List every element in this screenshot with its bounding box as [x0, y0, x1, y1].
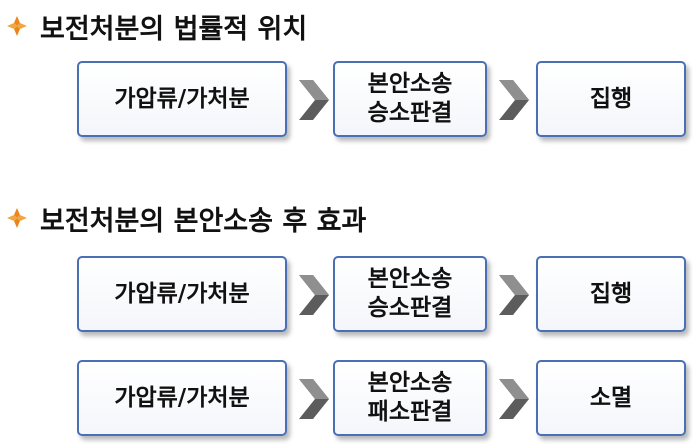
- box-label: 가압류/가처분: [114, 384, 250, 411]
- chevron-arrow-icon: [297, 273, 331, 317]
- diamond-bullet-icon: [4, 13, 30, 39]
- chevron-arrow-icon: [297, 78, 331, 122]
- box-label-line-1: 본안소송: [367, 266, 453, 292]
- box-label: 소멸: [589, 384, 633, 411]
- box-provisional-attachment: 가압류/가처분: [77, 360, 287, 436]
- box-label: 가압류/가처분: [114, 85, 250, 112]
- box-result: 집행: [536, 256, 686, 332]
- section-1-heading-text: 보전처분의 법률적 위치: [40, 13, 308, 45]
- diamond-bullet-icon: [4, 205, 30, 231]
- box-provisional-attachment: 가압류/가처분: [77, 61, 287, 137]
- box-main-lawsuit-judgment: 본안소송 승소판결: [333, 61, 487, 137]
- chevron-arrow-icon: [297, 377, 331, 421]
- box-main-lawsuit-judgment: 본안소송 패소판결: [333, 360, 487, 436]
- box-label: 집행: [589, 85, 633, 112]
- box-label-line-2: 승소판결: [367, 100, 453, 126]
- chevron-arrow-icon: [497, 78, 531, 122]
- chevron-arrow-icon: [497, 273, 531, 317]
- section-1-heading: 보전처분의 법률적 위치: [4, 6, 307, 46]
- section-2-heading-text: 보전처분의 본안소송 후 효과: [40, 205, 367, 237]
- box-label-line-1: 본안소송: [367, 71, 453, 97]
- box-label-line-1: 본안소송: [367, 370, 453, 396]
- box-result: 소멸: [536, 360, 686, 436]
- box-label: 집행: [589, 280, 633, 307]
- chevron-arrow-icon: [497, 377, 531, 421]
- box-label-line-2: 패소판결: [367, 399, 453, 425]
- box-label-line-2: 승소판결: [367, 295, 453, 321]
- section-2-heading: 보전처분의 본안소송 후 효과: [4, 198, 366, 238]
- box-result: 집행: [536, 61, 686, 137]
- box-provisional-attachment: 가압류/가처분: [77, 256, 287, 332]
- box-main-lawsuit-judgment: 본안소송 승소판결: [333, 256, 487, 332]
- box-label: 가압류/가처분: [114, 280, 250, 307]
